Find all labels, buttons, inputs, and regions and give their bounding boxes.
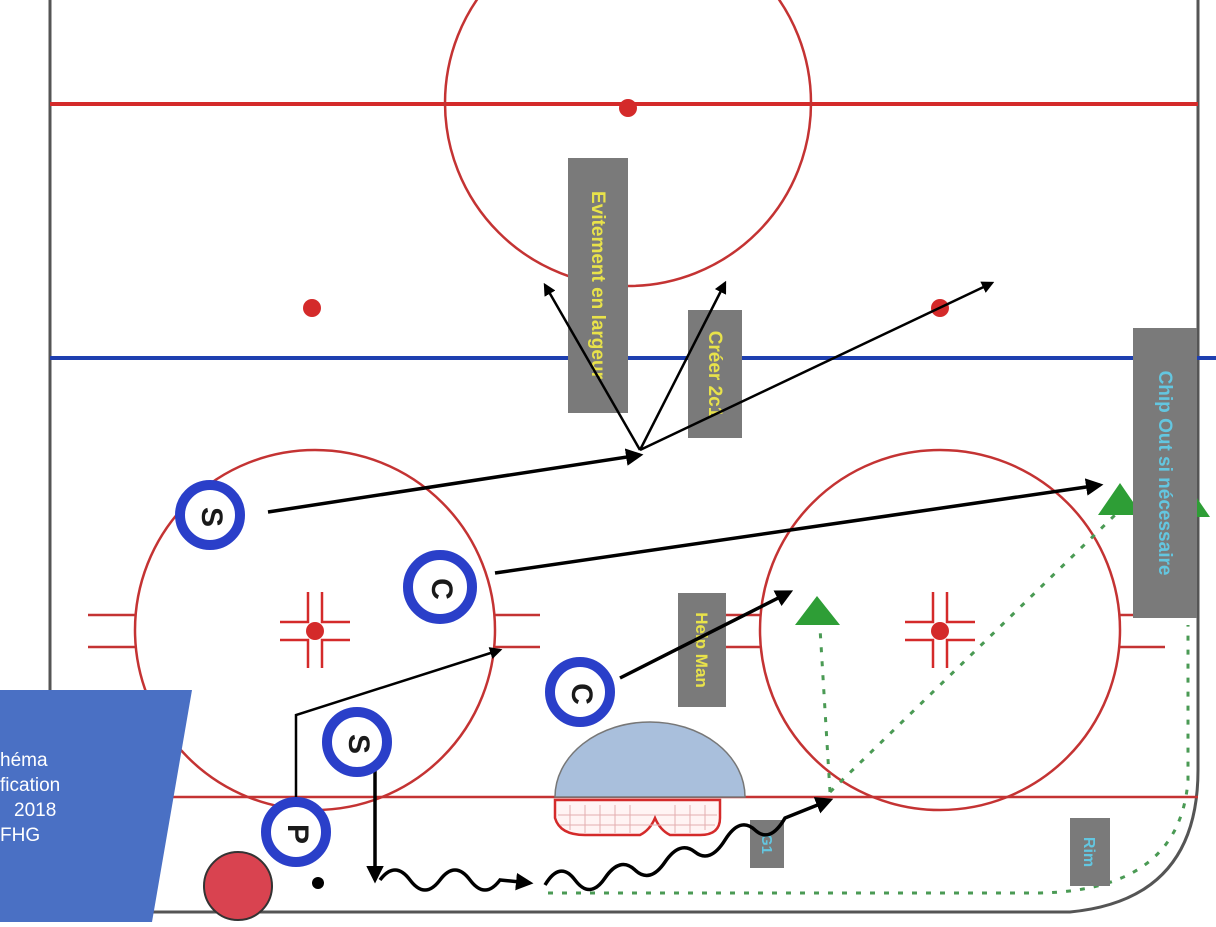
player-dot — [312, 877, 324, 889]
player-s-low: S — [322, 707, 392, 777]
callout-line: héma — [0, 750, 48, 771]
label-help-man: Help Man — [678, 593, 726, 707]
callout-box — [0, 690, 192, 922]
label-rim: Rim — [1070, 818, 1110, 886]
label-evitement: Evitement en largeur — [568, 158, 628, 413]
goal-crease — [554, 721, 746, 798]
player-letter: S — [195, 507, 228, 527]
movement-arrows — [267, 280, 1104, 892]
right-faceoff-circle — [715, 448, 1165, 812]
player-c-center: C — [545, 657, 615, 727]
label-creer-text: Créer 2c1 — [704, 331, 725, 418]
callout-text: héma fication 2018 FHG — [0, 748, 180, 848]
label-chip-out: Chip Out si nécessaire — [1133, 328, 1197, 618]
center-faceoff-dot — [619, 99, 637, 117]
label-chip-out-text: Chip Out si nécessaire — [1154, 371, 1175, 576]
label-evitement-text: Evitement en largeur — [587, 191, 608, 380]
target-triangle — [1098, 483, 1142, 515]
player-c-left: C — [403, 550, 477, 624]
player-s-left: S — [175, 480, 245, 550]
puck — [203, 851, 273, 921]
target-triangle — [795, 596, 840, 625]
label-help-man-text: Help Man — [692, 612, 711, 688]
callout-line: FHG — [0, 825, 41, 846]
player-letter: P — [281, 824, 314, 844]
player-letter: S — [342, 734, 375, 754]
player-letter: C — [565, 683, 598, 705]
player-letter: C — [425, 578, 458, 600]
neutral-dot-left — [303, 299, 321, 317]
dotted-paths — [548, 513, 1190, 895]
label-creer: Créer 2c1 — [688, 310, 742, 438]
goal-net — [553, 798, 722, 837]
callout-line: 2018 — [14, 800, 57, 821]
player-p-low: P — [261, 797, 331, 867]
label-g1-text: G1 — [758, 834, 775, 854]
callout-line: fication — [0, 775, 61, 796]
label-rim-text: Rim — [1080, 837, 1097, 867]
